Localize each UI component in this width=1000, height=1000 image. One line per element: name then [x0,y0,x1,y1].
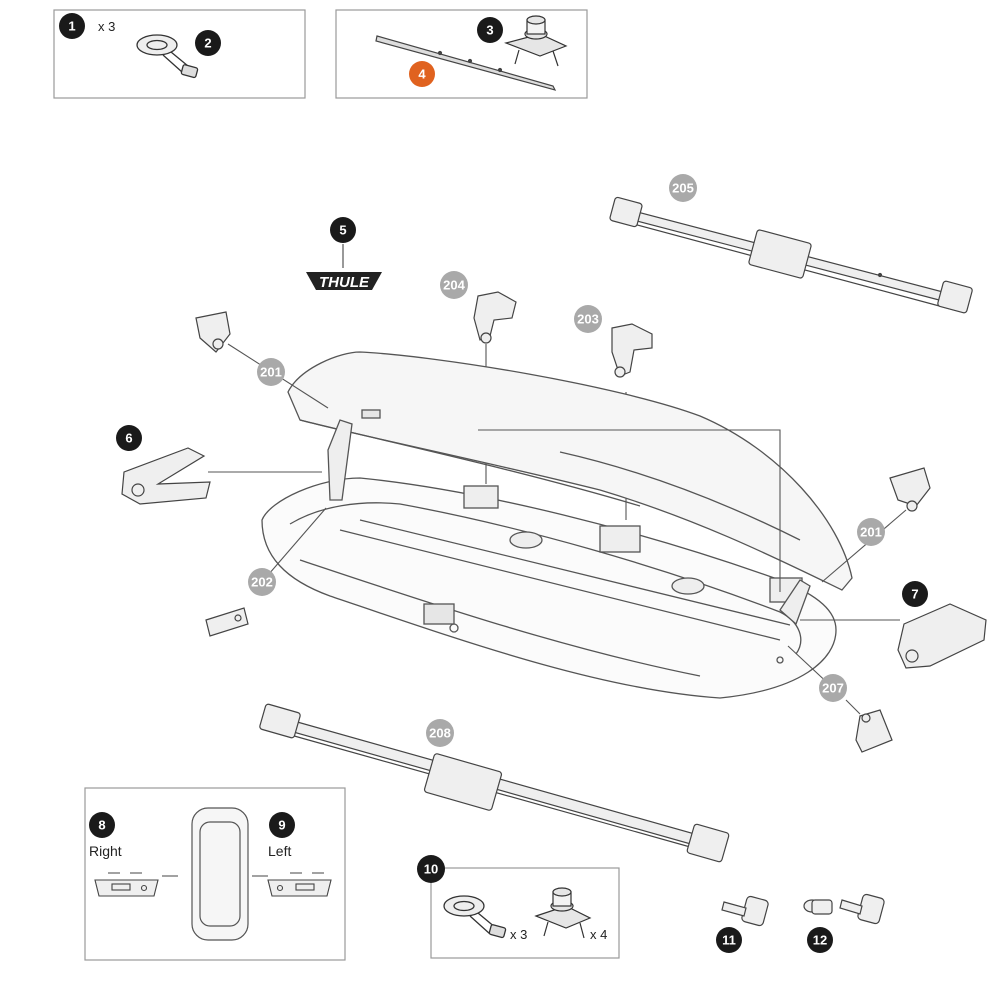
crossbar-rear [609,196,973,314]
latch-icon [205,607,249,637]
hinge-arm-icon-left [121,447,211,505]
badge-202: 202 [248,568,276,596]
mounting-clamp-icon-10 [534,887,592,939]
badge-9: 9 [269,812,295,838]
bracket-icon-left [267,872,332,897]
crossbar-front [259,703,730,863]
svg-text:9: 9 [278,818,285,833]
quantity-1: x 3 [98,19,115,34]
bracket-icon-right [94,872,159,897]
badge-12: 12 [807,927,833,953]
label-left: Left [268,843,291,859]
rail-icon [375,35,557,91]
badge-7: 7 [902,581,928,607]
svg-text:8: 8 [98,818,105,833]
badge-11: 11 [716,927,742,953]
svg-text:2: 2 [204,36,211,51]
badge-204: 204 [440,271,468,299]
strap-icon [136,34,199,79]
svg-text:208: 208 [429,726,451,741]
svg-text:202: 202 [251,575,273,590]
svg-text:3: 3 [486,23,493,38]
panel-kit-10: 10 x 3 x 4 [417,855,620,959]
hinge-plate-icon-left [195,311,231,353]
panel-rail-clamp: 3 4 [335,9,588,99]
svg-text:203: 203 [577,312,599,327]
svg-text:10: 10 [424,862,438,877]
svg-text:4: 4 [418,67,426,82]
badge-2: 2 [195,30,221,56]
svg-text:204: 204 [443,278,465,293]
svg-text:1: 1 [68,19,75,34]
quantity-10-strap: x 3 [510,927,527,942]
mounting-clamp-icon [504,15,568,67]
bracket-icon-207 [855,709,893,753]
badge-207: 207 [819,674,847,702]
hinge-icon-203 [611,323,653,378]
quantity-10-clamp: x 4 [590,927,607,942]
badge-6: 6 [116,425,142,451]
badge-4: 4 [409,61,435,87]
badge-201-right: 201 [857,518,885,546]
badge-201-left: 201 [257,358,285,386]
badge-205: 205 [669,174,697,202]
hinge-plate-icon-right [889,467,931,512]
hinge-icon [473,291,517,344]
svg-text:12: 12 [813,933,827,948]
badge-203: 203 [574,305,602,333]
roof-box-top-view [191,807,249,941]
svg-text:11: 11 [722,933,736,948]
hinge-arm-icon-right [897,603,987,669]
badge-3: 3 [477,17,503,43]
thule-logo-text: THULE [319,274,370,291]
svg-text:5: 5 [339,223,346,238]
badge-1: 1 [59,13,85,39]
svg-text:7: 7 [911,587,918,602]
key-icon [721,895,769,927]
panel-side-brackets: 8 Right 9 Left [84,787,346,961]
badge-8: 8 [89,812,115,838]
badge-208: 208 [426,719,454,747]
key-icon-12 [839,893,885,925]
svg-text:205: 205 [672,181,694,196]
strap-icon-10 [443,895,507,939]
svg-text:6: 6 [125,431,132,446]
roof-box-icon [261,351,853,699]
svg-text:201: 201 [860,525,882,540]
svg-text:207: 207 [822,681,844,696]
badge-10: 10 [417,855,445,883]
label-right: Right [89,843,122,859]
lock-cylinder-icon [803,899,833,915]
svg-text:201: 201 [260,365,282,380]
panel-strap: 1 x 3 2 [53,9,306,99]
thule-logo-part: 5 THULE [306,217,382,291]
